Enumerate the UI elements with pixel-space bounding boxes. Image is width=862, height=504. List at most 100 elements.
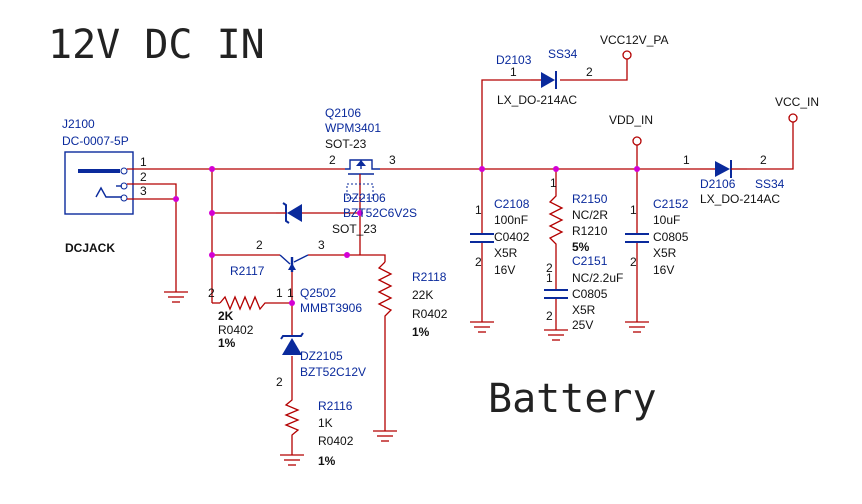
- c2152-package: C0805: [653, 230, 689, 244]
- r2117-value: 2K: [218, 309, 234, 323]
- r2150-pin: 1: [550, 176, 557, 190]
- c2151-ref: C2151: [572, 254, 608, 268]
- q2502-pin: 3: [318, 238, 325, 252]
- r2117-package: R0402: [218, 323, 254, 337]
- transistor-q2502-icon: [279, 254, 309, 272]
- j2100-pin: 2: [140, 170, 147, 184]
- d2103-pin: 1: [510, 65, 517, 79]
- r2150-pin: 2: [546, 261, 553, 275]
- zener-dz2105-icon: [280, 332, 304, 355]
- net-label-vcc12v-pa: VCC12V_PA: [600, 33, 668, 47]
- dz2105-pin: 2: [276, 375, 283, 389]
- c2151-voltage: 25V: [572, 318, 593, 332]
- c2151-pin: 1: [546, 271, 553, 285]
- r2118-tol: 1%: [412, 325, 430, 339]
- d2106-package: LX_DO-214AC: [700, 192, 780, 206]
- c2152-dielectric: X5R: [653, 246, 677, 260]
- r2118-value: 22K: [412, 288, 433, 302]
- q2106-pin: 2: [329, 153, 336, 167]
- capacitor-c2152-icon: [625, 233, 649, 243]
- dz2106-package: SOT_23: [332, 222, 377, 236]
- dz2105-ref: DZ2105: [300, 349, 343, 363]
- c2108-package: C0402: [494, 230, 530, 244]
- q2106-package: SOT-23: [325, 137, 367, 151]
- vcc-in-port-icon: [788, 113, 798, 123]
- j2100-label: DCJACK: [65, 241, 115, 255]
- d2106-value: SS34: [755, 177, 785, 191]
- c2152-pin: 2: [630, 255, 637, 269]
- mosfet-q2106-icon: [345, 159, 380, 178]
- j2100-ref: J2100: [62, 117, 95, 131]
- junctions: [173, 166, 640, 306]
- r2118-package: R0402: [412, 307, 448, 321]
- dz2106-value: BZT52C6V2S: [343, 206, 417, 220]
- c2108-value: 100nF: [494, 213, 528, 227]
- diode-d2103-icon: [531, 71, 557, 89]
- r2150-tol: 5%: [572, 240, 590, 254]
- c2151-dielectric: X5R: [572, 303, 596, 317]
- resistor-r2118-icon: [377, 261, 393, 322]
- c2108-voltage: 16V: [494, 263, 515, 277]
- zener-dz2106-icon: [276, 202, 302, 224]
- r2116-package: R0402: [318, 434, 354, 448]
- q2106-value: WPM3401: [325, 121, 381, 135]
- c2151-value: NC/2.2uF: [572, 271, 623, 285]
- r2117-pin: 1: [276, 286, 283, 300]
- c2108-ref: C2108: [494, 197, 530, 211]
- q2106-ref: Q2106: [325, 106, 361, 120]
- diode-d2106-icon: [700, 160, 747, 178]
- r2117-tol: 1%: [218, 336, 236, 350]
- r2150-value: NC/2R: [572, 208, 608, 222]
- resistor-r2150-icon: [548, 190, 564, 250]
- j2100-value: DC-0007-5P: [62, 134, 129, 148]
- c2151-pin: 2: [546, 309, 553, 323]
- r2116-value: 1K: [318, 416, 333, 430]
- section-label: Battery: [488, 376, 657, 422]
- d2103-ref: D2103: [496, 53, 532, 67]
- d2106-pin: 2: [760, 153, 767, 167]
- r2116-ref: R2116: [318, 399, 353, 413]
- q2106-pin: 3: [389, 153, 396, 167]
- c2108-pin: 2: [475, 255, 482, 269]
- r2150-ref: R2150: [572, 192, 608, 206]
- c2108-dielectric: X5R: [494, 246, 518, 260]
- dz2106-box-icon: [346, 183, 374, 199]
- r2118-ref: R2118: [412, 270, 447, 284]
- vcc12v-pa-port-icon: [622, 50, 632, 60]
- capacitor-c2151-icon: [544, 289, 568, 299]
- c2152-pin: 1: [630, 203, 637, 217]
- d2103-package: LX_DO-214AC: [497, 93, 577, 107]
- wires: [127, 59, 794, 455]
- d2103-value: SS34: [548, 47, 578, 61]
- r2116-tol: 1%: [318, 454, 336, 468]
- r2117-pin: 2: [208, 286, 215, 300]
- d2106-pin: 1: [683, 153, 690, 167]
- d2106-ref: D2106: [700, 177, 736, 191]
- c2152-voltage: 16V: [653, 263, 674, 277]
- q2502-ref: Q2502: [300, 286, 336, 300]
- d2103-pin: 2: [586, 65, 593, 79]
- r2150-package: R1210: [572, 224, 608, 238]
- capacitor-c2108-icon: [470, 233, 494, 243]
- page-title: 12V DC IN: [48, 22, 265, 68]
- dz2106-ref: DZ2106: [343, 191, 386, 205]
- dc-jack-j2100: [64, 151, 134, 215]
- net-label-vcc-in: VCC_IN: [775, 95, 819, 109]
- net-label-vdd-in: VDD_IN: [609, 113, 653, 127]
- j2100-pin: 3: [140, 184, 147, 198]
- r2117-ref: R2117: [230, 264, 265, 278]
- q2502-value: MMBT3906: [300, 301, 362, 315]
- resistor-r2117-icon: [219, 295, 272, 311]
- dz2105-value: BZT52C12V: [300, 365, 366, 379]
- c2108-pin: 1: [475, 203, 482, 217]
- resistor-r2116-icon: [284, 395, 300, 440]
- ground-symbols: [164, 291, 649, 466]
- c2151-package: C0805: [572, 287, 608, 301]
- vdd-in-port-icon: [632, 136, 642, 146]
- j2100-pin: 1: [140, 155, 147, 169]
- c2152-value: 10uF: [653, 213, 680, 227]
- q2502-pin: 2: [256, 238, 263, 252]
- c2152-ref: C2152: [653, 197, 689, 211]
- q2502-pin: 1: [287, 286, 294, 300]
